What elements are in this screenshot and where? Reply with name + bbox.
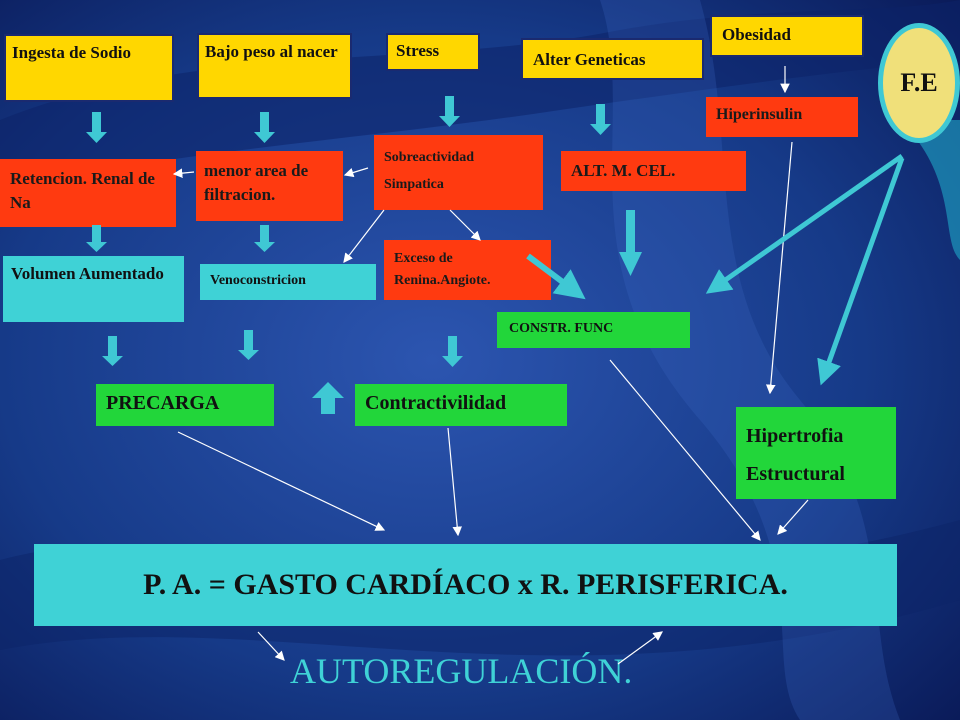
- renin-excess-label: Exceso de Renina.Angiote.: [394, 251, 491, 289]
- sodium-intake-box: Ingesta de Sodio: [4, 34, 174, 102]
- filtration-area-box: menor area de filtracion.: [196, 151, 343, 221]
- venoconstriction-box: Venoconstricion: [200, 264, 376, 300]
- volume-increased-label: Volumen Aumentado: [11, 264, 164, 283]
- hypertrophy-label-1: Hipertrofia: [746, 425, 844, 447]
- venoconstriction-label: Venoconstricion: [210, 273, 306, 288]
- low-birth-weight-label: Bajo peso al nacer: [205, 42, 338, 61]
- cell-alteration-label: ALT. M. CEL.: [571, 161, 676, 180]
- stress-box: Stress: [386, 33, 480, 71]
- hyperinsulin-label: Hiperinsulin: [716, 106, 803, 123]
- functional-constriction-label: CONSTR. FUNC: [509, 321, 614, 336]
- preload-label: PRECARGA: [106, 392, 220, 414]
- fe-label: F.E: [900, 68, 938, 97]
- obesity-box: Obesidad: [710, 15, 864, 57]
- genetic-alteration-label: Alter Geneticas: [533, 50, 646, 69]
- blood-pressure-formula-box: P. A. = GASTO CARDÍACO x R. PERISFERICA.: [34, 544, 897, 626]
- renin-excess-box: Exceso de Renina.Angiote.: [384, 240, 551, 300]
- blood-pressure-formula: P. A. = GASTO CARDÍACO x R. PERISFERICA.: [143, 568, 788, 601]
- cell-alteration-box: ALT. M. CEL.: [561, 151, 746, 191]
- renal-retention-box: Retencion. Renal de Na: [0, 159, 176, 227]
- hypertrophy-label-2: Estructural: [746, 463, 845, 485]
- hypertrophy-box: Hipertrofia Estructural: [736, 407, 896, 499]
- sympathetic-box: Sobreactividad Simpatica: [374, 135, 543, 210]
- obesity-label: Obesidad: [722, 25, 791, 44]
- sodium-intake-label: Ingesta de Sodio: [12, 43, 132, 62]
- autoregulation-label: AUTOREGULACIÓN.: [290, 651, 633, 691]
- hyperinsulin-box: Hiperinsulin: [706, 97, 858, 137]
- stress-label: Stress: [396, 41, 440, 60]
- filtration-area-label: menor area de filtracion.: [204, 161, 309, 204]
- contractility-box: Contractivilidad: [355, 384, 567, 426]
- sympathetic-label-2: Simpatica: [384, 176, 444, 192]
- functional-constriction-box: CONSTR. FUNC: [497, 312, 690, 348]
- low-birth-weight-box: Bajo peso al nacer: [197, 33, 352, 99]
- renal-retention-label: Retencion. Renal de Na: [10, 169, 155, 212]
- preload-box: PRECARGA: [96, 384, 274, 426]
- genetic-alteration-box: Alter Geneticas: [521, 38, 704, 80]
- contractility-label: Contractivilidad: [365, 392, 507, 414]
- fe-oval: F.E: [878, 23, 960, 143]
- volume-increased-box: Volumen Aumentado: [3, 256, 184, 322]
- sympathetic-label-1: Sobreactividad: [384, 150, 474, 165]
